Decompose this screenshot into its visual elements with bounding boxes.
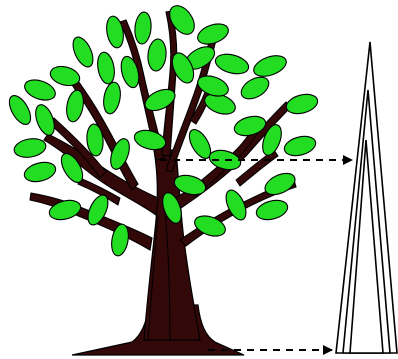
- leaf: [238, 73, 273, 104]
- leaf: [213, 51, 251, 77]
- leaf: [195, 20, 231, 48]
- leaf: [64, 89, 85, 123]
- leaf: [22, 159, 58, 185]
- leaf: [22, 76, 58, 104]
- leaf: [95, 51, 116, 85]
- leaf: [104, 15, 125, 49]
- leaf: [134, 11, 153, 44]
- leaf: [284, 91, 320, 117]
- leaf: [69, 34, 97, 70]
- branch-center-2: [162, 11, 177, 156]
- leaf: [13, 136, 48, 159]
- leaf: [251, 52, 289, 81]
- leaf: [5, 92, 35, 128]
- leaf: [282, 133, 318, 159]
- leaf: [147, 38, 168, 71]
- leaf: [101, 81, 122, 115]
- nested-triangles: [336, 42, 397, 353]
